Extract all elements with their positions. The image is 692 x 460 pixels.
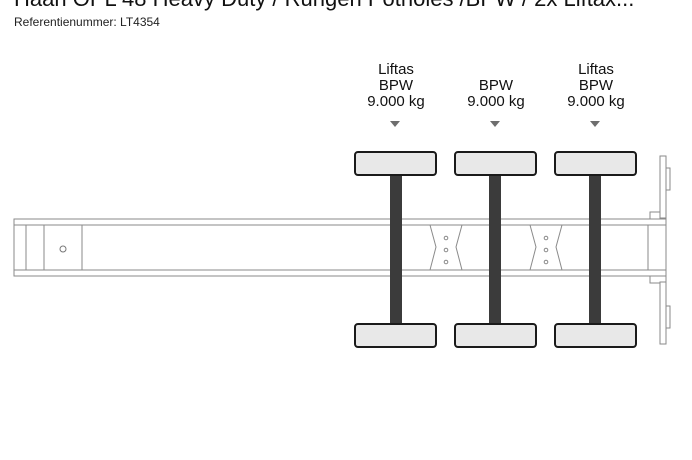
wheel-bottom-3	[554, 323, 637, 348]
wheel-top-2	[454, 151, 537, 176]
axle-3-lift: Liftas	[578, 61, 614, 78]
axle-3	[554, 151, 637, 348]
rear-bumper	[649, 155, 671, 345]
wheel-bottom-2	[454, 323, 537, 348]
axle-1-load: 9.000 kg	[367, 93, 425, 110]
load-arrow-2	[490, 121, 500, 127]
axle-1	[354, 151, 437, 348]
axle-1-brand: BPW	[378, 77, 414, 94]
bolt-holes	[443, 235, 549, 265]
chassis-frame	[13, 218, 667, 277]
axle-label-1: Liftas BPW 9.000 kg	[346, 62, 446, 110]
axle-label-3: Liftas BPW 9.000 kg	[546, 62, 646, 110]
axle-3-load: 9.000 kg	[567, 93, 625, 110]
kingpin-icon	[59, 245, 67, 253]
wheel-top-1	[354, 151, 437, 176]
page-title: Haan OPL 48 Heavy Duty / Rungen Potholes…	[14, 0, 692, 12]
wheel-top-3	[554, 151, 637, 176]
axle-2-load: 9.000 kg	[467, 93, 525, 110]
axle-3-brand: BPW	[578, 77, 614, 94]
wheel-bottom-1	[354, 323, 437, 348]
reference-number: Referentienummer: LT4354	[14, 15, 160, 29]
axle-1-lift: Liftas	[378, 61, 414, 78]
axle-2-brand: BPW	[478, 77, 514, 94]
load-arrow-3	[590, 121, 600, 127]
axle-label-2: BPW 9.000 kg	[446, 62, 546, 110]
load-arrow-1	[390, 121, 400, 127]
axle-2	[454, 151, 537, 348]
